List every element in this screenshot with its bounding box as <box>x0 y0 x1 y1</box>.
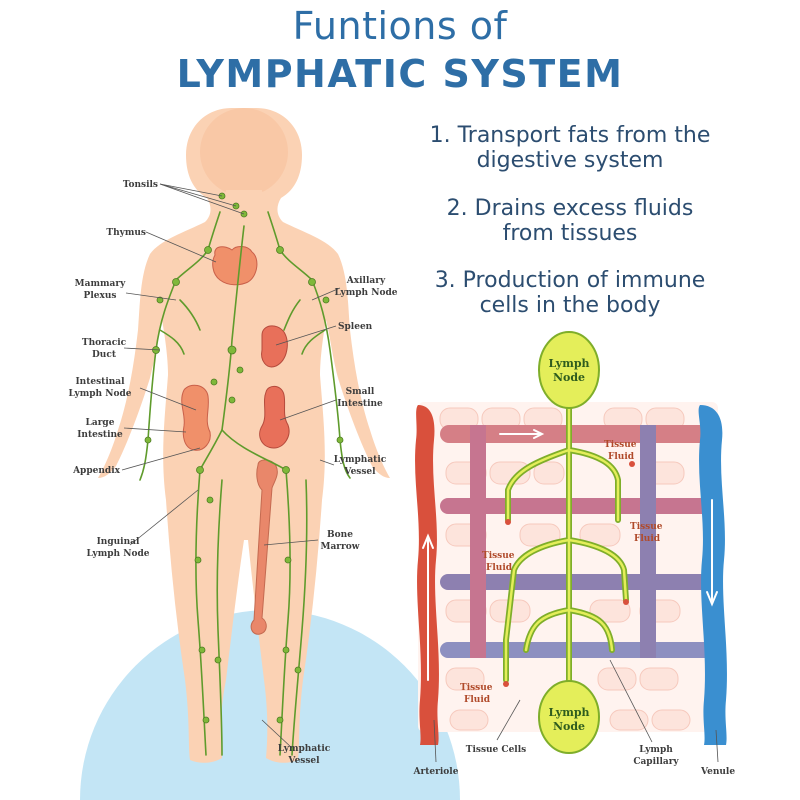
lymph-node-bottom-label-1: Lymph <box>548 706 589 719</box>
label-arteriole: Arteriole <box>413 767 459 777</box>
body-silhouette <box>98 108 390 763</box>
label-thoracic-2: Duct <box>92 350 117 360</box>
label-mammary-2: Plexus <box>84 291 117 301</box>
capillary-leader-lines <box>433 659 719 763</box>
lymph-capillaries-highlight <box>504 393 628 692</box>
lymph-vessels <box>139 211 351 756</box>
femur-bone <box>250 459 278 635</box>
label-lymph-capillary-2: Capillary <box>633 757 679 767</box>
title-line-2: LYMPHATIC SYSTEM <box>176 52 624 96</box>
function-1-line-1: 1. Transport fats from the <box>429 123 711 148</box>
tissue-fluid-dots <box>503 461 635 687</box>
tissue-fluid-3-line-2: Fluid <box>486 563 513 573</box>
label-large-1: Large <box>86 418 115 428</box>
lymph-node-bottom <box>538 680 600 754</box>
lymph-nodes <box>144 192 344 724</box>
tissue-fluid-4-line-2: Fluid <box>464 695 491 705</box>
large-intestine-organ <box>181 384 211 451</box>
function-3-line-2: cells in the body <box>479 293 661 318</box>
label-thoracic-1: Thoracic <box>82 338 127 348</box>
tissue-fluid-4-line-1: Tissue <box>460 683 493 693</box>
label-lymph-vessel-right-1: Lymphatic <box>334 455 387 465</box>
label-lymph-vessel-right-2: Vessel <box>343 467 376 477</box>
head-shade <box>200 108 288 196</box>
label-mammary-1: Mammary <box>75 279 126 289</box>
lymph-node-bottom-label-2: Node <box>553 720 585 733</box>
tissue-fluid-2-line-2: Fluid <box>634 534 661 544</box>
lymph-node-top-label-1: Lymph <box>548 357 589 370</box>
function-2-line-1: 2. Drains excess fluids <box>446 196 694 221</box>
leader-lines <box>121 183 341 749</box>
label-bone-2: Marrow <box>320 542 359 552</box>
tissue-fluid-1-line-2: Fluid <box>608 452 635 462</box>
function-1-line-2: digestive system <box>476 148 664 173</box>
label-lymph-capillary-1: Lymph <box>639 745 673 755</box>
body-figure: Tonsils Thymus Mammary Plexus Axillary L… <box>69 108 460 800</box>
function-3-line-1: 3. Production of immune <box>434 268 706 293</box>
label-spleen: Spleen <box>338 322 373 332</box>
label-intestinal-1: Intestinal <box>75 377 125 387</box>
tissue-fluid-2-line-1: Tissue <box>630 522 663 532</box>
capillary-diagram: Lymph Node Lymph Node Tissue Fluid Tissu… <box>413 331 735 777</box>
label-lymph-vessel-bottom-2: Vessel <box>287 756 320 766</box>
function-2-line-2: from tissues <box>502 221 638 246</box>
label-small-2: Intestine <box>337 399 383 409</box>
function-1: 1. Transport fats from the digestive sys… <box>360 123 780 173</box>
label-small-1: Small <box>346 387 375 397</box>
thymus-organ <box>212 246 258 286</box>
lymph-node-top-label-2: Node <box>553 371 585 384</box>
label-tonsils: Tonsils <box>123 180 158 190</box>
label-axillary-1: Axillary <box>346 276 386 286</box>
neck <box>222 190 266 228</box>
spleen-organ <box>261 325 288 368</box>
title-line-1: Funtions of <box>292 4 508 48</box>
label-inguinal-2: Lymph Node <box>87 549 150 559</box>
small-intestine-organ <box>259 385 290 449</box>
lymph-node-top <box>538 331 600 409</box>
label-bone-1: Bone <box>327 530 353 540</box>
flow-arrows <box>422 429 718 681</box>
blood-capillaries <box>440 425 720 658</box>
label-intestinal-2: Lymph Node <box>69 389 132 399</box>
tissue-fluid-1-line-1: Tissue <box>604 440 637 450</box>
label-axillary-2: Lymph Node <box>335 288 398 298</box>
label-lymph-vessel-bottom-1: Lymphatic <box>278 744 331 754</box>
label-appendix: Appendix <box>72 466 121 476</box>
function-2: 2. Drains excess fluids from tissues <box>360 196 780 246</box>
tissue-fluid-3-line-1: Tissue <box>482 551 515 561</box>
label-inguinal-1: Inguinal <box>97 537 140 547</box>
function-3: 3. Production of immune cells in the bod… <box>360 268 780 318</box>
label-large-2: Intestine <box>77 430 123 440</box>
label-thymus: Thymus <box>106 228 146 238</box>
label-venule: Venule <box>700 767 735 777</box>
label-tissue-cells: Tissue Cells <box>466 745 526 755</box>
